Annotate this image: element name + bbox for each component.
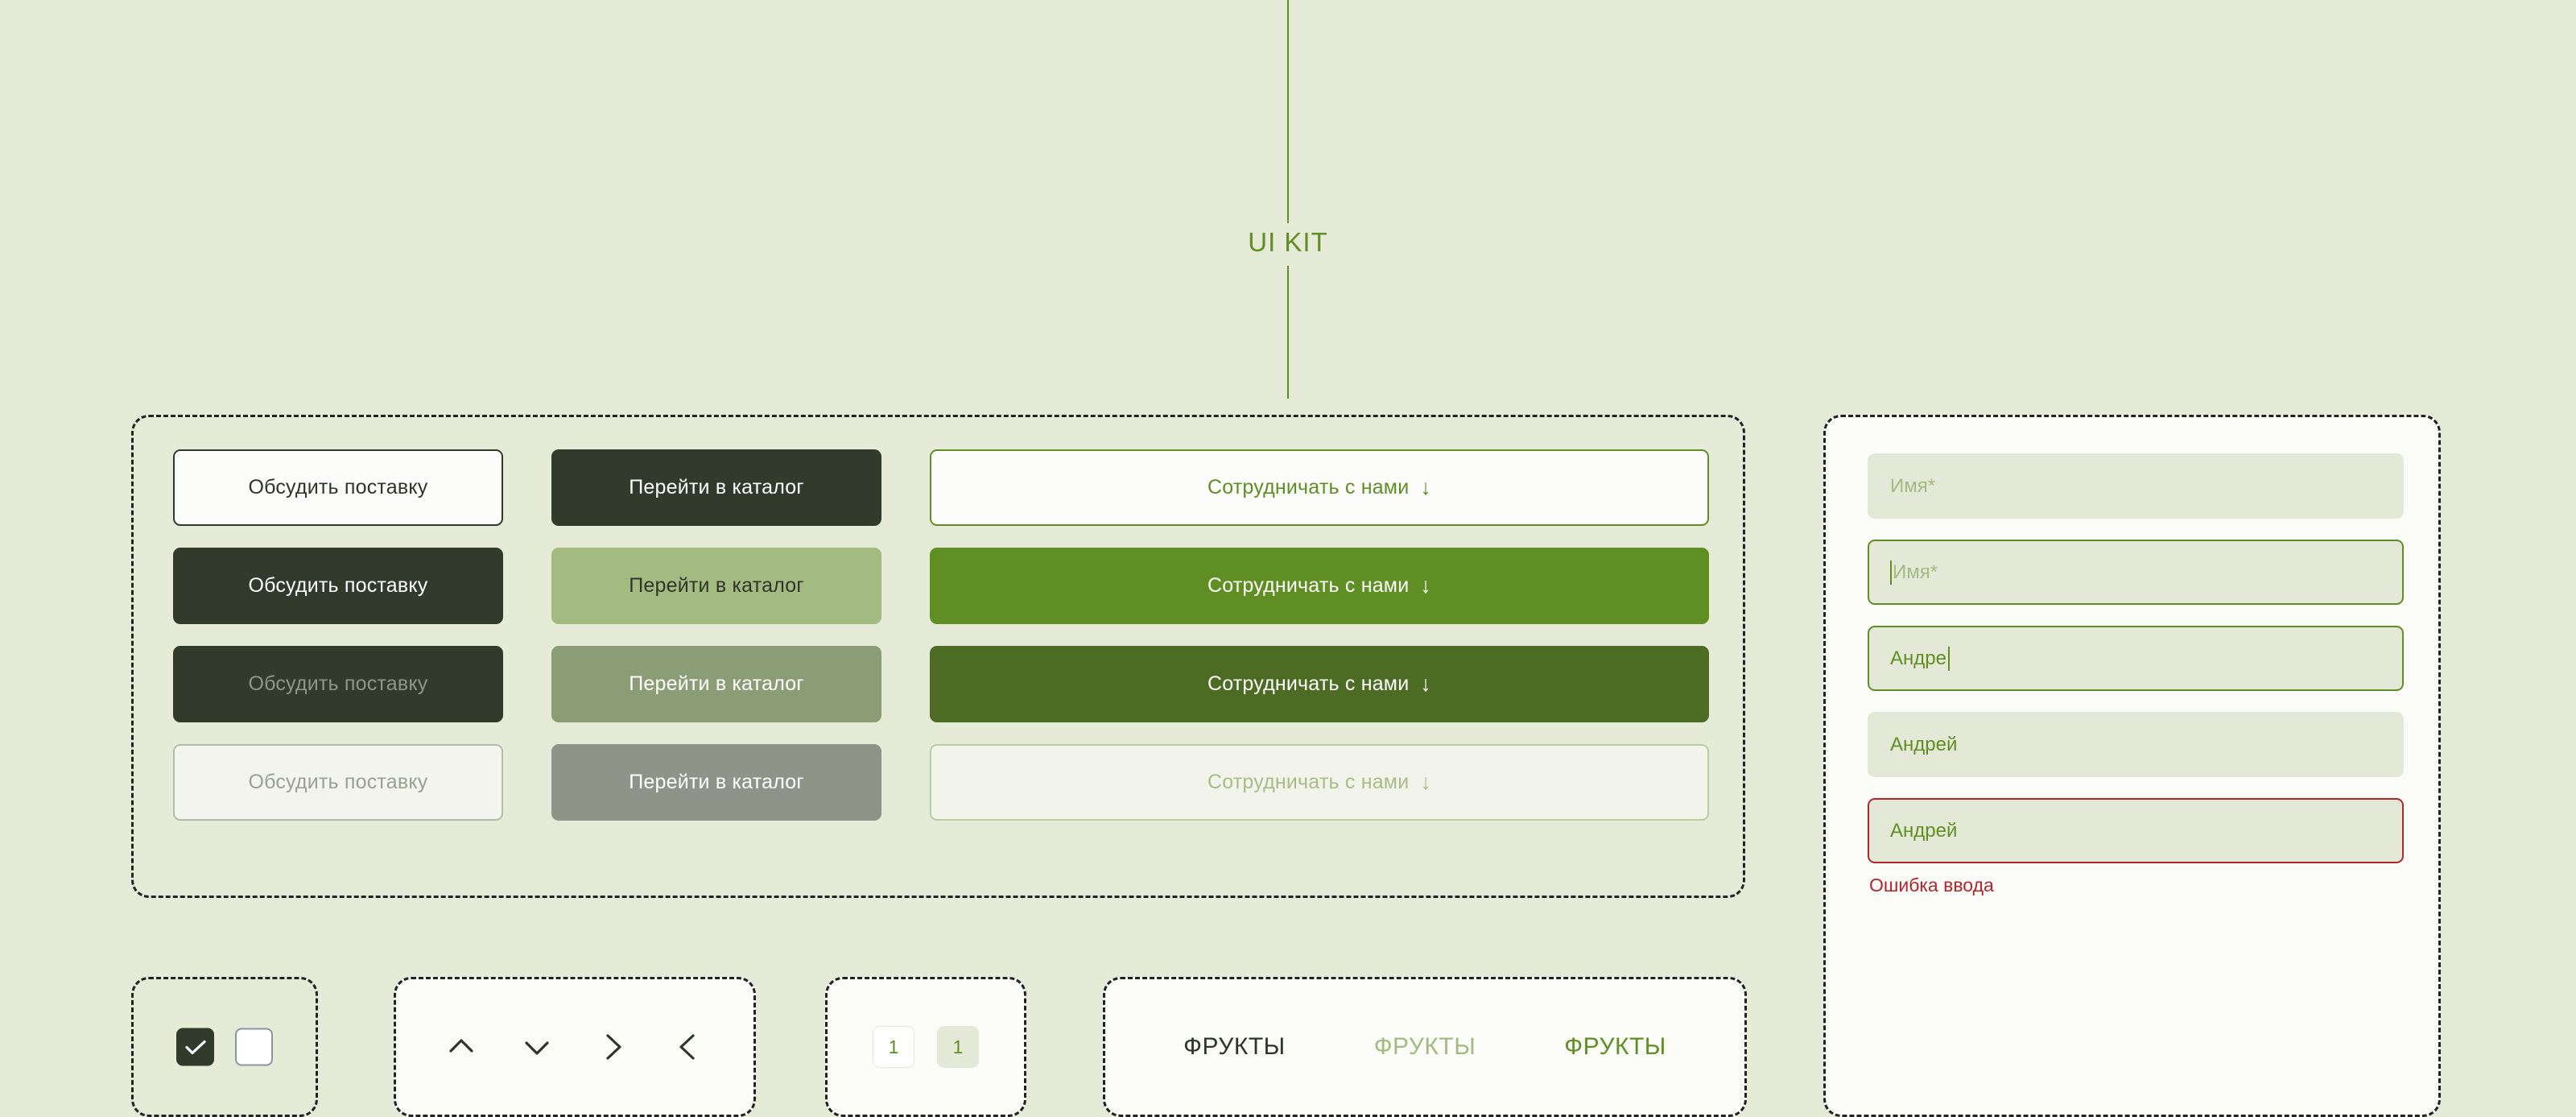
button-label: Сотрудничать с нами	[1207, 771, 1410, 793]
button-label: Сотрудничать с нами	[1207, 476, 1410, 499]
input-field-stack: Имя* Имя* Андре Андрей Андрей Ошибка вво…	[1868, 453, 2404, 896]
cooperate-button-pressed[interactable]: Сотрудничать с нами ↓	[930, 646, 1709, 722]
pagination-group: 1 1	[873, 1026, 979, 1068]
pagination-showcase-panel: 1 1	[825, 977, 1026, 1117]
page-title: UI KIT	[1248, 227, 1328, 257]
chevron-right-icon[interactable]	[594, 1028, 631, 1065]
input-value: Андре	[1890, 647, 1946, 669]
go-to-catalog-button-pressed[interactable]: Перейти в каталог	[551, 646, 881, 722]
inputs-showcase-panel: Имя* Имя* Андре Андрей Андрей Ошибка вво…	[1823, 415, 2441, 1117]
header-divider-line-bottom	[1287, 266, 1289, 399]
arrow-down-icon: ↓	[1420, 475, 1432, 499]
checkbox-showcase-panel	[131, 977, 318, 1117]
button-label: Обсудить поставку	[248, 574, 428, 597]
button-label: Обсудить поставку	[248, 771, 428, 793]
page-number-default[interactable]: 1	[873, 1026, 914, 1068]
chevron-showcase-panel	[394, 977, 756, 1117]
cooperate-button-hover[interactable]: Сотрудничать с нами ↓	[930, 548, 1709, 624]
arrow-down-icon: ↓	[1420, 573, 1432, 598]
arrow-down-icon: ↓	[1420, 770, 1432, 794]
tab-fruits-active[interactable]: ФРУКТЫ	[1564, 1033, 1666, 1060]
ui-kit-header	[0, 0, 2576, 403]
input-placeholder: Имя*	[1890, 474, 1936, 497]
buttons-showcase-panel: Обсудить поставку Обсудить поставку Обсу…	[131, 415, 1745, 898]
button-label: Сотрудничать с нами	[1207, 672, 1410, 695]
page-number-label: 1	[888, 1036, 899, 1057]
checkbox-group	[176, 1028, 273, 1066]
tabs-group: ФРУКТЫ ФРУКТЫ ФРУКТЫ	[1183, 1033, 1666, 1061]
discuss-supply-button-default[interactable]: Обсудить поставку	[173, 449, 503, 526]
input-placeholder: Имя*	[1893, 561, 1938, 583]
tab-fruits-muted[interactable]: ФРУКТЫ	[1373, 1033, 1476, 1060]
discuss-supply-button-pressed[interactable]: Обсудить поставку	[173, 646, 503, 722]
button-label: Перейти в каталог	[629, 771, 804, 793]
checkbox-unchecked[interactable]	[235, 1028, 273, 1066]
cooperate-button-default[interactable]: Сотрудничать с нами ↓	[930, 449, 1709, 526]
button-label: Перейти в каталог	[629, 574, 804, 597]
tab-fruits-default[interactable]: ФРУКТЫ	[1183, 1033, 1286, 1060]
discuss-supply-button-disabled: Обсудить поставку	[173, 744, 503, 821]
go-to-catalog-button-default[interactable]: Перейти в каталог	[551, 449, 881, 526]
header-divider-line-top	[1287, 0, 1289, 223]
button-label: Обсудить поставку	[248, 476, 428, 499]
text-caret	[1947, 646, 1950, 671]
input-value: Андрей	[1890, 819, 1958, 842]
check-icon	[184, 1040, 206, 1054]
name-field-default[interactable]: Имя*	[1868, 453, 2404, 519]
input-error-message: Ошибка ввода	[1869, 875, 1994, 896]
text-caret	[1890, 560, 1892, 585]
button-column-go-to-catalog: Перейти в каталог Перейти в каталог Пере…	[551, 449, 881, 821]
go-to-catalog-button-disabled: Перейти в каталог	[551, 744, 881, 821]
page-number-active[interactable]: 1	[937, 1026, 979, 1068]
chevron-left-icon[interactable]	[670, 1028, 707, 1065]
page-number-label: 1	[952, 1036, 964, 1057]
name-field-typing[interactable]: Андре	[1868, 626, 2404, 691]
tabs-showcase-panel: ФРУКТЫ ФРУКТЫ ФРУКТЫ	[1103, 977, 1747, 1117]
input-value: Андрей	[1890, 733, 1958, 755]
name-field-error[interactable]: Андрей	[1868, 798, 2404, 863]
button-label: Сотрудничать с нами	[1207, 574, 1410, 597]
arrow-down-icon: ↓	[1420, 672, 1432, 696]
button-label: Перейти в каталог	[629, 672, 804, 695]
button-column-discuss-supply: Обсудить поставку Обсудить поставку Обсу…	[173, 449, 503, 821]
chevron-group	[443, 1028, 707, 1065]
button-label: Перейти в каталог	[629, 476, 804, 499]
button-column-cooperate: Сотрудничать с нами ↓ Сотрудничать с нам…	[930, 449, 1709, 821]
go-to-catalog-button-hover[interactable]: Перейти в каталог	[551, 548, 881, 624]
name-field-focused[interactable]: Имя*	[1868, 540, 2404, 605]
chevron-down-icon[interactable]	[518, 1028, 555, 1065]
chevron-up-icon[interactable]	[443, 1028, 480, 1065]
cooperate-button-disabled: Сотрудничать с нами ↓	[930, 744, 1709, 821]
name-field-filled[interactable]: Андрей	[1868, 712, 2404, 777]
checkbox-checked[interactable]	[176, 1028, 214, 1066]
button-label: Обсудить поставку	[248, 672, 428, 695]
discuss-supply-button-hover[interactable]: Обсудить поставку	[173, 548, 503, 624]
